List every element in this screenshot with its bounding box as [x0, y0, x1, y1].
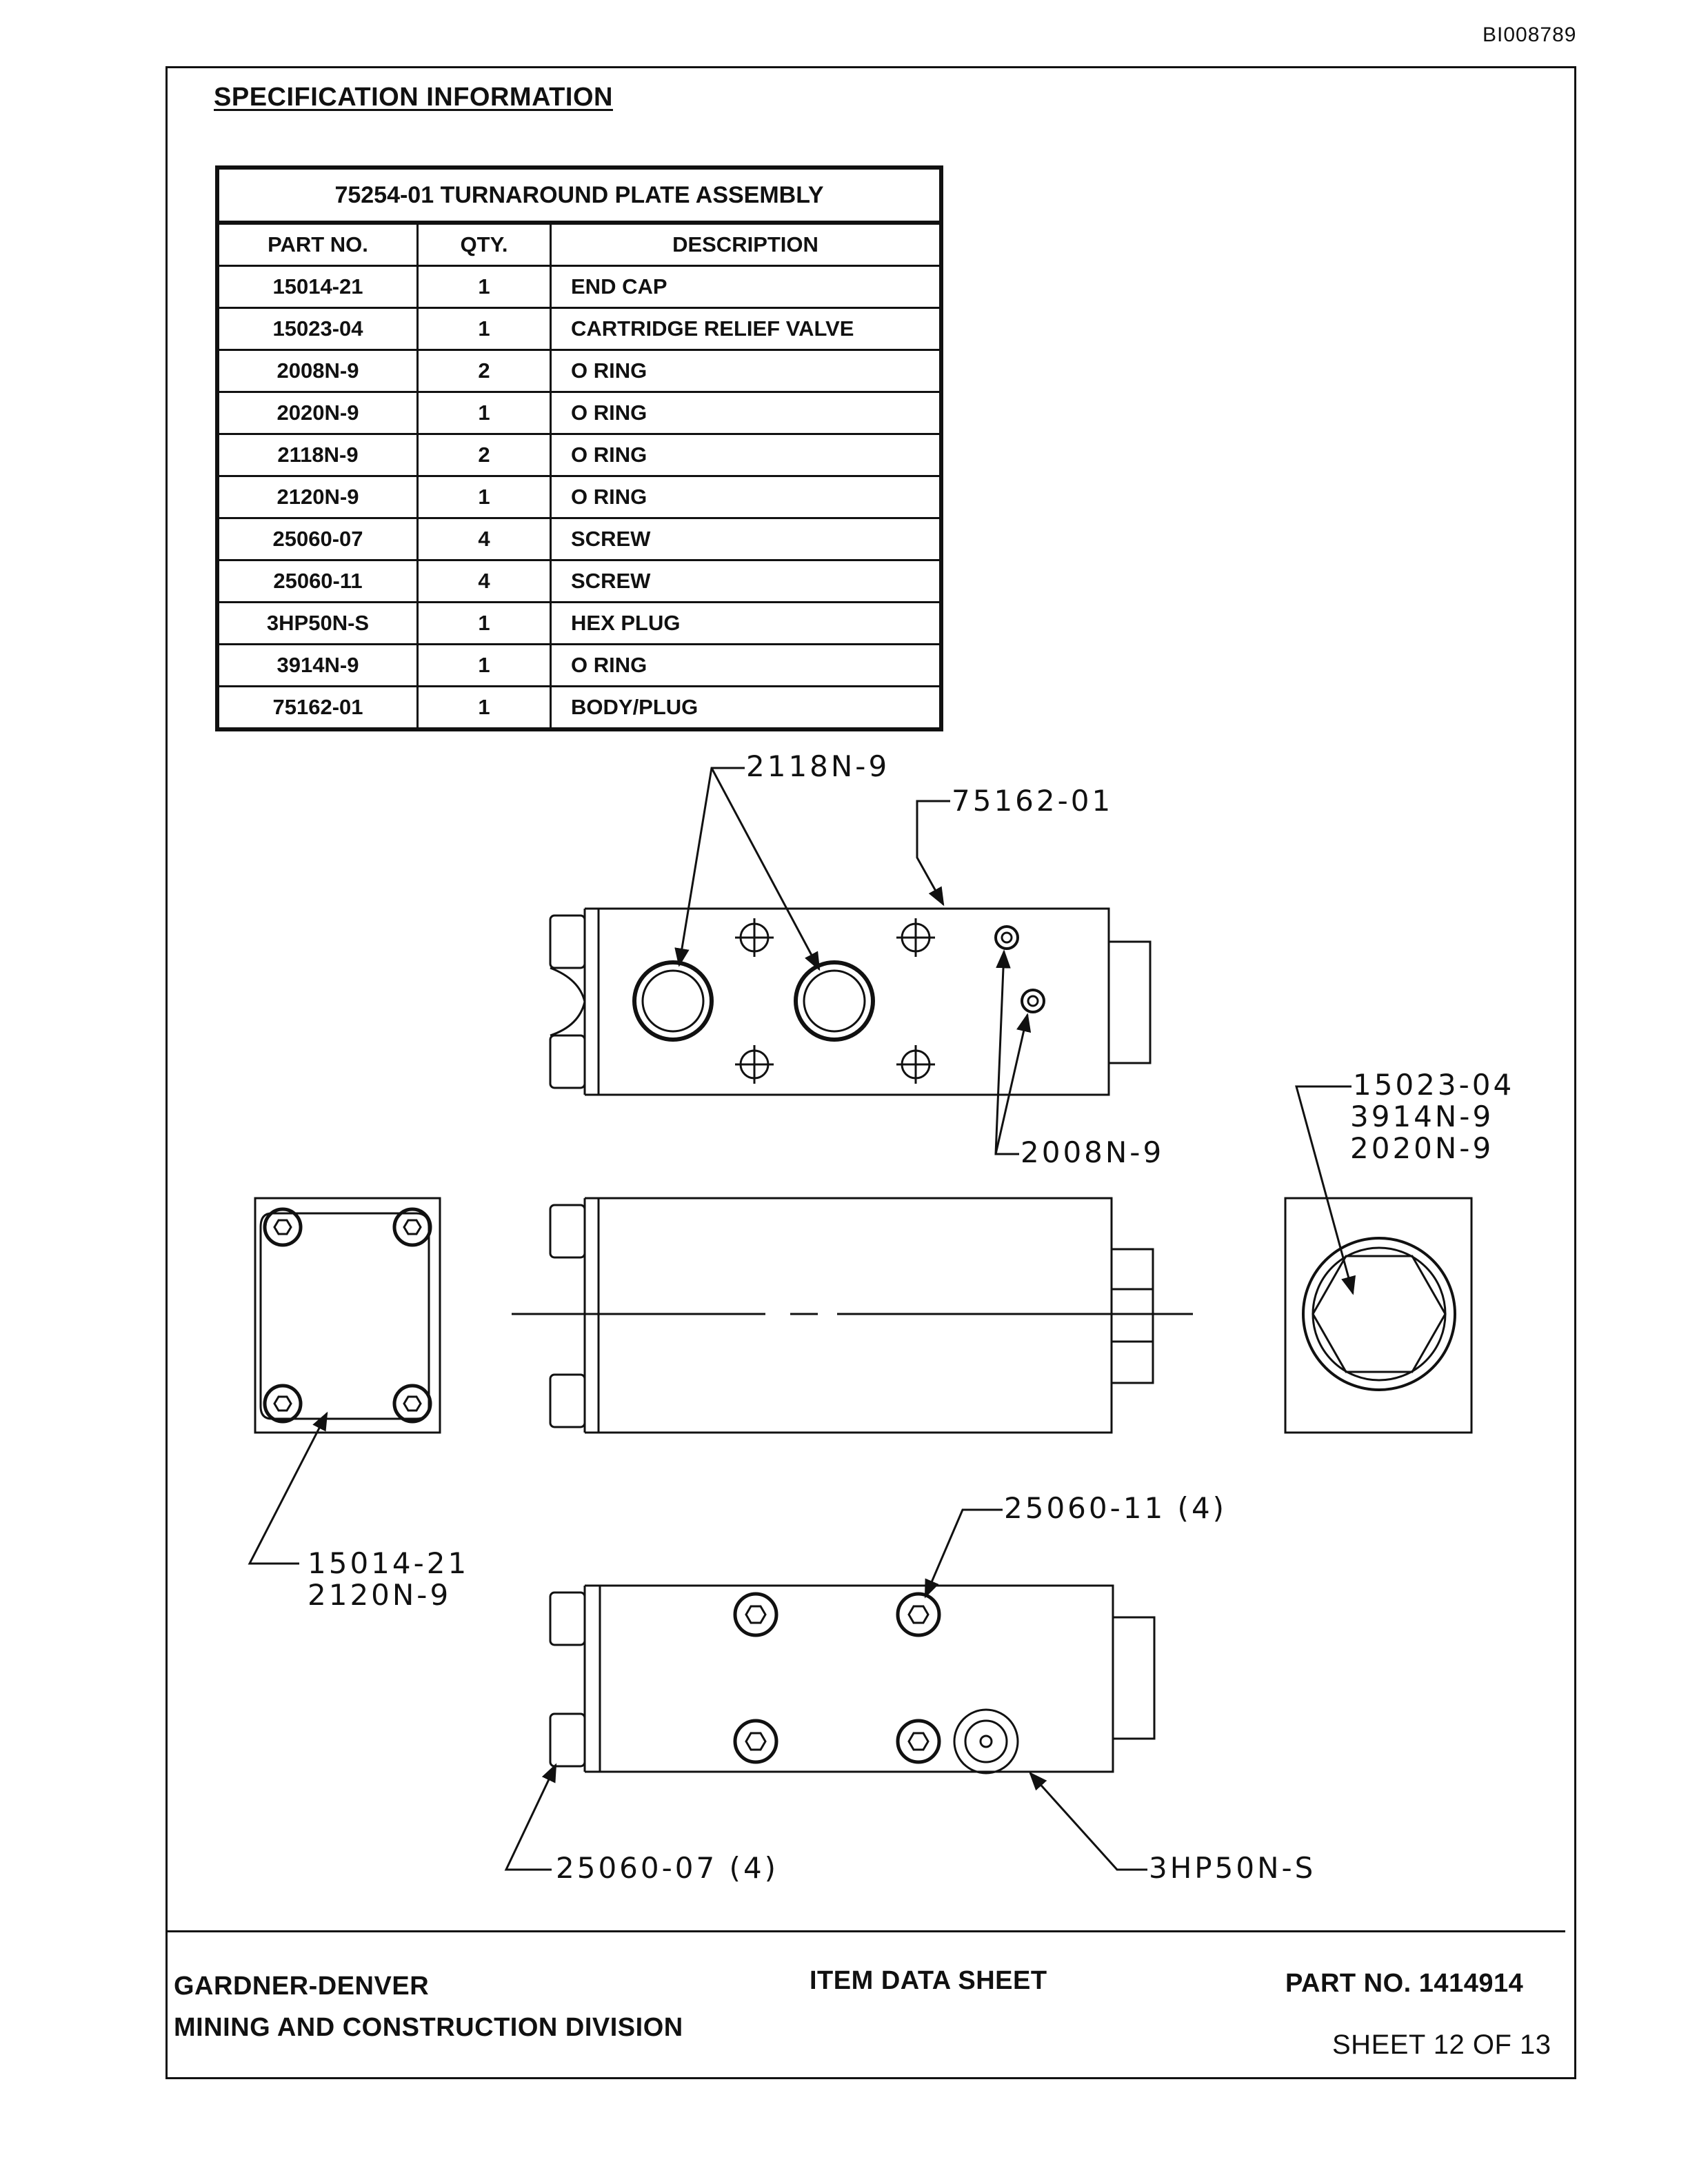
- callout-2020n-9: 2020N-9: [1350, 1131, 1494, 1165]
- footer-divider: [165, 1930, 1565, 1932]
- description-cell: SCREW: [550, 559, 943, 603]
- qty-cell: 1: [416, 307, 552, 351]
- callout-2118n-9: 2118N-9: [746, 749, 890, 783]
- top-view-body: [549, 907, 1152, 1096]
- bottom-view-body: [549, 1584, 1156, 1775]
- callout-25060-11: 25060-11 (4): [1004, 1491, 1227, 1525]
- qty-cell: 1: [416, 685, 552, 731]
- footer-part-no: PART NO. 1414914: [1285, 1969, 1524, 1998]
- footer-sheet: SHEET 12 OF 13: [1332, 2030, 1551, 2060]
- callout-3914n-9: 3914N-9: [1350, 1100, 1494, 1133]
- callout-2120n-9: 2120N-9: [308, 1578, 451, 1612]
- qty-cell: 4: [416, 559, 552, 603]
- callout-15023-04: 15023-04: [1353, 1068, 1514, 1102]
- part-no-cell: 2120N-9: [216, 475, 419, 519]
- qty-cell: 4: [416, 517, 552, 561]
- qty-cell: 1: [416, 475, 552, 519]
- part-no-cell: 15014-21: [216, 265, 419, 309]
- side-view-body: [512, 1197, 1193, 1434]
- table-title: 75254-01 TURNAROUND PLATE ASSEMBLY: [216, 166, 943, 225]
- qty-cell: 1: [416, 265, 552, 309]
- document-id: BI008789: [1483, 23, 1577, 46]
- description-cell: SCREW: [550, 517, 943, 561]
- qty-cell: 2: [416, 349, 552, 393]
- part-no-cell: 3914N-9: [216, 643, 419, 687]
- relief-valve-end-view: [1284, 1197, 1473, 1434]
- page-frame: [165, 66, 1576, 2079]
- part-no-cell: 25060-07: [216, 517, 419, 561]
- qty-cell: 2: [416, 433, 552, 477]
- header-qty: QTY.: [416, 221, 552, 267]
- description-cell: O RING: [550, 475, 943, 519]
- qty-cell: 1: [416, 643, 552, 687]
- parts-table: 75254-01 TURNAROUND PLATE ASSEMBLY PART …: [215, 165, 943, 731]
- description-cell: BODY/PLUG: [550, 685, 943, 731]
- callout-3hp50n-s: 3HP50N-S: [1149, 1851, 1316, 1885]
- part-no-cell: 2020N-9: [216, 391, 419, 435]
- part-no-cell: 15023-04: [216, 307, 419, 351]
- end-cap-view: [254, 1197, 441, 1434]
- part-no-cell: 25060-11: [216, 559, 419, 603]
- header-part-no: PART NO.: [216, 221, 419, 267]
- description-cell: O RING: [550, 643, 943, 687]
- description-cell: O RING: [550, 391, 943, 435]
- callout-15014-21: 15014-21: [308, 1546, 469, 1580]
- description-cell: HEX PLUG: [550, 601, 943, 645]
- description-cell: CARTRIDGE RELIEF VALVE: [550, 307, 943, 351]
- footer-division: MINING AND CONSTRUCTION DIVISION: [174, 2013, 683, 2042]
- header-description: DESCRIPTION: [550, 221, 943, 267]
- section-title: SPECIFICATION INFORMATION: [214, 83, 613, 112]
- part-no-cell: 3HP50N-S: [216, 601, 419, 645]
- callout-2008n-9: 2008N-9: [1021, 1135, 1164, 1169]
- description-cell: O RING: [550, 349, 943, 393]
- part-no-cell: 2008N-9: [216, 349, 419, 393]
- description-cell: O RING: [550, 433, 943, 477]
- description-cell: END CAP: [550, 265, 943, 309]
- footer-company: GARDNER-DENVER: [174, 1972, 430, 2001]
- qty-cell: 1: [416, 391, 552, 435]
- callout-25060-07: 25060-07 (4): [556, 1851, 778, 1885]
- part-no-cell: 75162-01: [216, 685, 419, 731]
- callout-75162-01: 75162-01: [952, 784, 1113, 818]
- qty-cell: 1: [416, 601, 552, 645]
- part-no-cell: 2118N-9: [216, 433, 419, 477]
- footer-doc-type: ITEM DATA SHEET: [810, 1966, 1047, 1995]
